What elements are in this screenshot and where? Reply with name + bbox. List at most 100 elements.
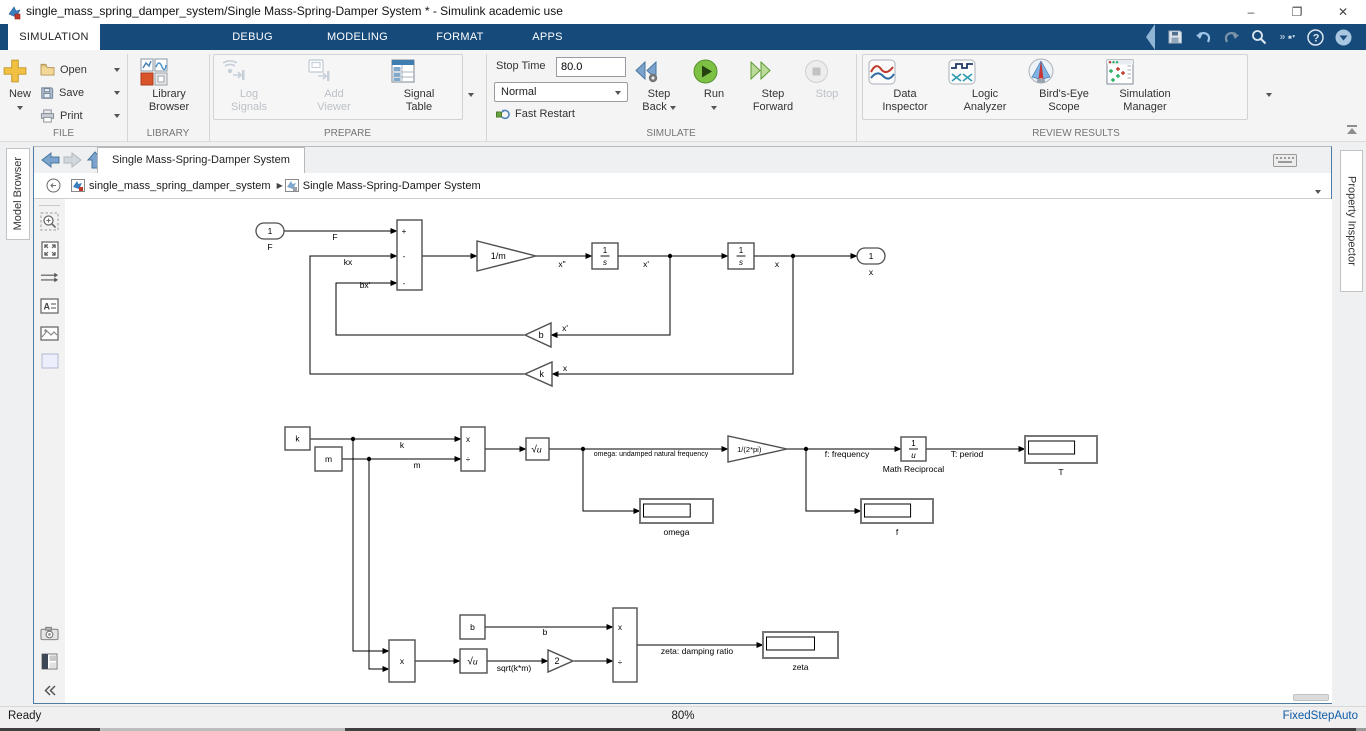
signal-wire xyxy=(309,253,525,375)
tab-apps[interactable]: APPS xyxy=(532,31,563,43)
add-viewer-icon xyxy=(305,58,363,88)
block-const-k[interactable]: k xyxy=(284,426,311,451)
stop-time-input[interactable] xyxy=(556,57,626,77)
fit-to-view-icon[interactable] xyxy=(40,240,59,259)
block-display-f[interactable]: f xyxy=(860,498,934,537)
print-button[interactable]: Print xyxy=(40,105,126,126)
undo-icon[interactable] xyxy=(1194,28,1212,46)
stop-button[interactable]: Stop xyxy=(803,56,851,101)
step-forward-button[interactable]: Step Forward xyxy=(747,56,799,114)
forward-arrow-icon[interactable] xyxy=(63,151,82,169)
new-button[interactable]: New xyxy=(2,56,38,114)
breadcrumb-separator: ▶ xyxy=(276,181,283,190)
block-const-m[interactable]: m xyxy=(314,446,343,472)
image-icon[interactable] xyxy=(40,324,59,343)
svg-text:1: 1 xyxy=(911,439,916,448)
birds-eye-scope-button[interactable]: Bird's-Eye Scope xyxy=(1026,56,1102,114)
block-gain-2[interactable]: 2 xyxy=(547,648,575,674)
viewmarks-icon[interactable] xyxy=(40,652,59,671)
block-divide[interactable]: x÷ xyxy=(460,426,486,472)
block-gain-b[interactable]: b xyxy=(523,321,552,349)
step-back-button[interactable]: Step Back xyxy=(633,56,685,114)
back-arrow-icon[interactable] xyxy=(41,151,60,169)
signal-label: bx' xyxy=(360,280,371,290)
save-icon[interactable] xyxy=(1166,28,1184,46)
zoom-region-icon[interactable] xyxy=(40,212,59,231)
model-icon xyxy=(71,179,85,192)
block-display-T[interactable]: T xyxy=(1024,435,1098,477)
block-intg[interactable]: 1s xyxy=(591,242,619,270)
block-gain-1/m[interactable]: 1/m xyxy=(476,240,537,272)
annotation-icon[interactable]: A xyxy=(40,296,59,315)
breadcrumb-dropdown[interactable] xyxy=(1315,183,1321,197)
block-sqrt[interactable]: √u xyxy=(459,648,488,674)
tab-simulation[interactable]: SIMULATION xyxy=(8,24,100,50)
signal-label: b xyxy=(543,627,548,637)
status-bar: Ready 80% FixedStepAuto xyxy=(0,706,1366,728)
block-prod-x[interactable]: x xyxy=(388,639,416,683)
svg-text:F: F xyxy=(267,242,272,252)
signal-label: k xyxy=(400,440,405,450)
block-gain-k[interactable]: k xyxy=(523,360,553,388)
horizontal-scrollbar[interactable] xyxy=(1293,694,1329,701)
block-port-F[interactable]: 1F xyxy=(255,222,285,252)
camera-icon[interactable] xyxy=(40,624,59,643)
data-inspector-button[interactable]: Data Inspector xyxy=(867,56,943,114)
block-divide[interactable]: x÷ xyxy=(612,607,638,683)
document-tab[interactable]: Single Mass-Spring-Damper System xyxy=(97,147,305,173)
close-button[interactable]: ✕ xyxy=(1337,5,1349,19)
simulation-mode-select[interactable]: Normal xyxy=(494,82,628,102)
prepare-gallery-dropdown[interactable] xyxy=(468,86,474,100)
subsystem-icon xyxy=(284,179,299,192)
fast-restart-toggle[interactable]: Fast Restart xyxy=(496,108,575,120)
collapse-palette-icon[interactable] xyxy=(40,681,59,700)
tab-modeling[interactable]: MODELING xyxy=(326,31,389,43)
redo-icon[interactable] xyxy=(1222,28,1240,46)
breadcrumb-current[interactable]: Single Mass-Spring-Damper System xyxy=(302,179,481,192)
log-signals-button[interactable]: Log Signals xyxy=(220,56,278,114)
collapse-ribbon-button[interactable] xyxy=(1344,124,1360,136)
logic-analyzer-icon xyxy=(947,58,1023,88)
minimize-button[interactable]: – xyxy=(1247,5,1255,19)
title-bar: single_mass_spring_damper_system/Single … xyxy=(0,0,1366,24)
tab-format[interactable]: FORMAT xyxy=(436,31,484,43)
file-group-label: FILE xyxy=(52,128,75,139)
model-browser-tab[interactable]: Model Browser xyxy=(6,148,30,240)
signal-lines-icon[interactable] xyxy=(40,268,59,287)
save-button[interactable]: Save xyxy=(40,82,126,103)
birds-eye-scope-icon xyxy=(1026,58,1102,88)
svg-text:√u: √u xyxy=(467,656,478,668)
block-gain-1/(2*pi)[interactable]: 1/(2*pi) xyxy=(727,435,788,463)
simulation-manager-button[interactable]: Simulation Manager xyxy=(1105,56,1185,114)
help-icon[interactable]: ? xyxy=(1306,28,1324,46)
add-to-qat-icon[interactable]: » xyxy=(1278,28,1296,46)
hide-model-browser-icon[interactable] xyxy=(46,178,61,193)
signal-table-button[interactable]: Signal Table xyxy=(390,56,448,114)
svg-text:x: x xyxy=(400,656,405,666)
review-gallery-dropdown[interactable] xyxy=(1266,86,1272,100)
search-icon[interactable] xyxy=(1250,28,1268,46)
area-icon[interactable] xyxy=(40,351,59,370)
open-button[interactable]: Open xyxy=(40,59,126,80)
block-sum[interactable]: +-- xyxy=(396,219,423,291)
block-sqrt[interactable]: √u xyxy=(525,437,550,461)
run-button[interactable]: Run xyxy=(692,56,736,114)
library-browser-button[interactable]: Library Browser xyxy=(140,56,198,114)
block-display-zeta[interactable]: zeta xyxy=(762,631,839,672)
restore-button[interactable]: ❐ xyxy=(1291,5,1303,19)
save-floppy-icon xyxy=(40,86,54,100)
block-intg[interactable]: 1s xyxy=(727,242,755,270)
breadcrumb-root[interactable]: single_mass_spring_damper_system xyxy=(89,179,271,192)
add-viewer-button[interactable]: Add Viewer xyxy=(305,56,363,114)
keyboard-shortcuts-icon[interactable] xyxy=(1273,154,1297,167)
property-inspector-tab[interactable]: Property Inspector xyxy=(1340,150,1363,292)
block-const-b[interactable]: b xyxy=(459,614,486,640)
status-solver-link[interactable]: FixedStepAuto xyxy=(1282,710,1358,722)
logic-analyzer-button[interactable]: Logic Analyzer xyxy=(947,56,1023,114)
tab-debug[interactable]: DEBUG xyxy=(232,31,273,43)
block-display-omega[interactable]: omega xyxy=(639,498,714,537)
block-port-x[interactable]: 1x xyxy=(856,247,886,277)
block-frac-Math Reciprocal[interactable]: 1uMath Reciprocal xyxy=(883,436,945,474)
hide-ribbon-icon[interactable] xyxy=(1334,28,1352,46)
